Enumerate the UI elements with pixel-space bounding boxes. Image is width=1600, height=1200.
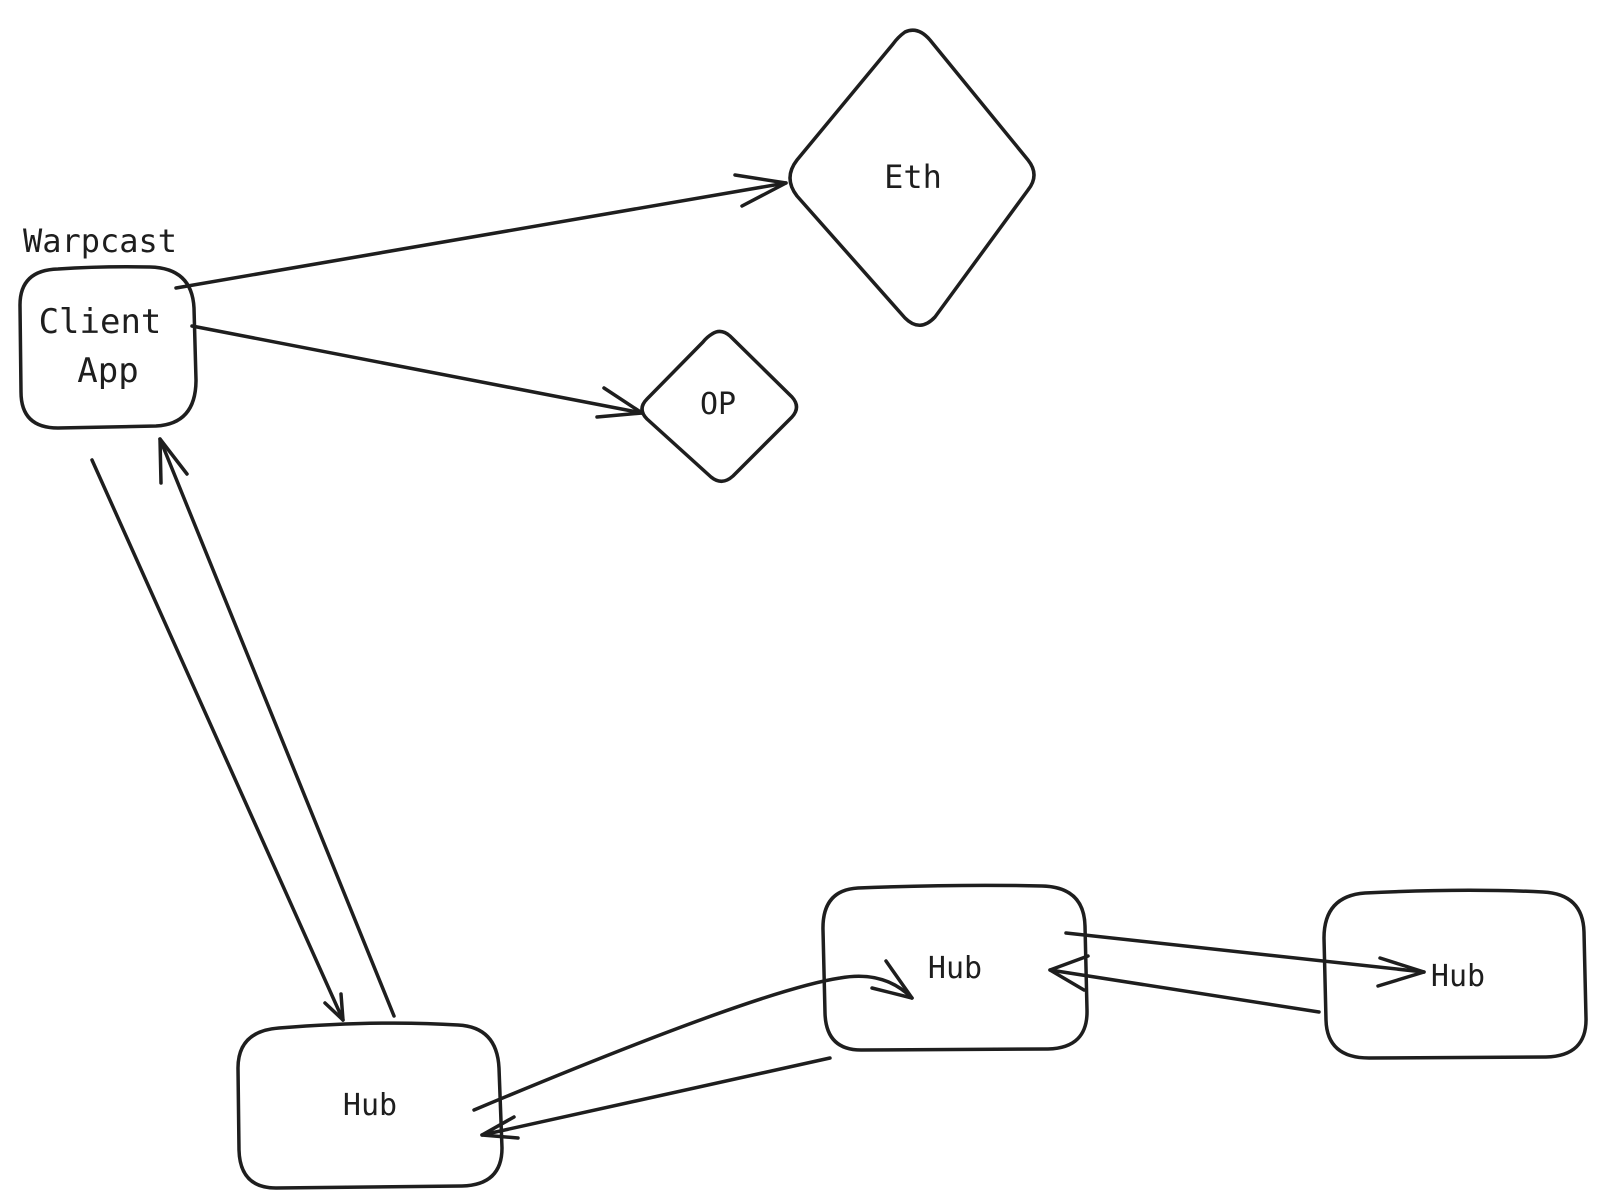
edge-hub-1-to-hub-2 xyxy=(472,959,914,1112)
client-app-label-line1: Client xyxy=(39,302,162,342)
hub-3-label: Hub xyxy=(1431,959,1485,994)
hub-3-box xyxy=(1322,888,1588,1060)
edge-hub-3-to-hub-2 xyxy=(1048,954,1321,1014)
eth-label: Eth xyxy=(884,158,942,196)
hub-2-label: Hub xyxy=(928,951,982,986)
hub-1-label: Hub xyxy=(343,1088,397,1123)
hub-1-box xyxy=(236,1021,504,1190)
hub-node-3[interactable] xyxy=(1322,888,1588,1060)
client-app-caption: Warpcast xyxy=(23,222,177,260)
edge-client-to-eth xyxy=(174,173,788,290)
eth-diamond xyxy=(788,28,1036,327)
hub-2-box xyxy=(821,883,1089,1052)
edge-hub-1-to-client xyxy=(158,437,396,1018)
op-label: OP xyxy=(700,387,736,422)
edge-client-to-hub-1 xyxy=(90,458,345,1022)
eth-node[interactable] xyxy=(788,28,1036,327)
client-app-box xyxy=(18,265,198,430)
hub-node-1[interactable] xyxy=(236,1021,504,1190)
edge-hub-2-to-hub-3 xyxy=(1064,931,1426,988)
edge-client-to-op xyxy=(190,324,644,419)
client-app-label-line2: App xyxy=(77,351,138,391)
op-node[interactable] xyxy=(640,329,799,483)
hub-node-2[interactable] xyxy=(821,883,1089,1052)
op-diamond xyxy=(640,329,799,483)
client-app-node[interactable] xyxy=(18,265,198,430)
edge-hub-2-to-hub-1 xyxy=(480,1056,832,1140)
